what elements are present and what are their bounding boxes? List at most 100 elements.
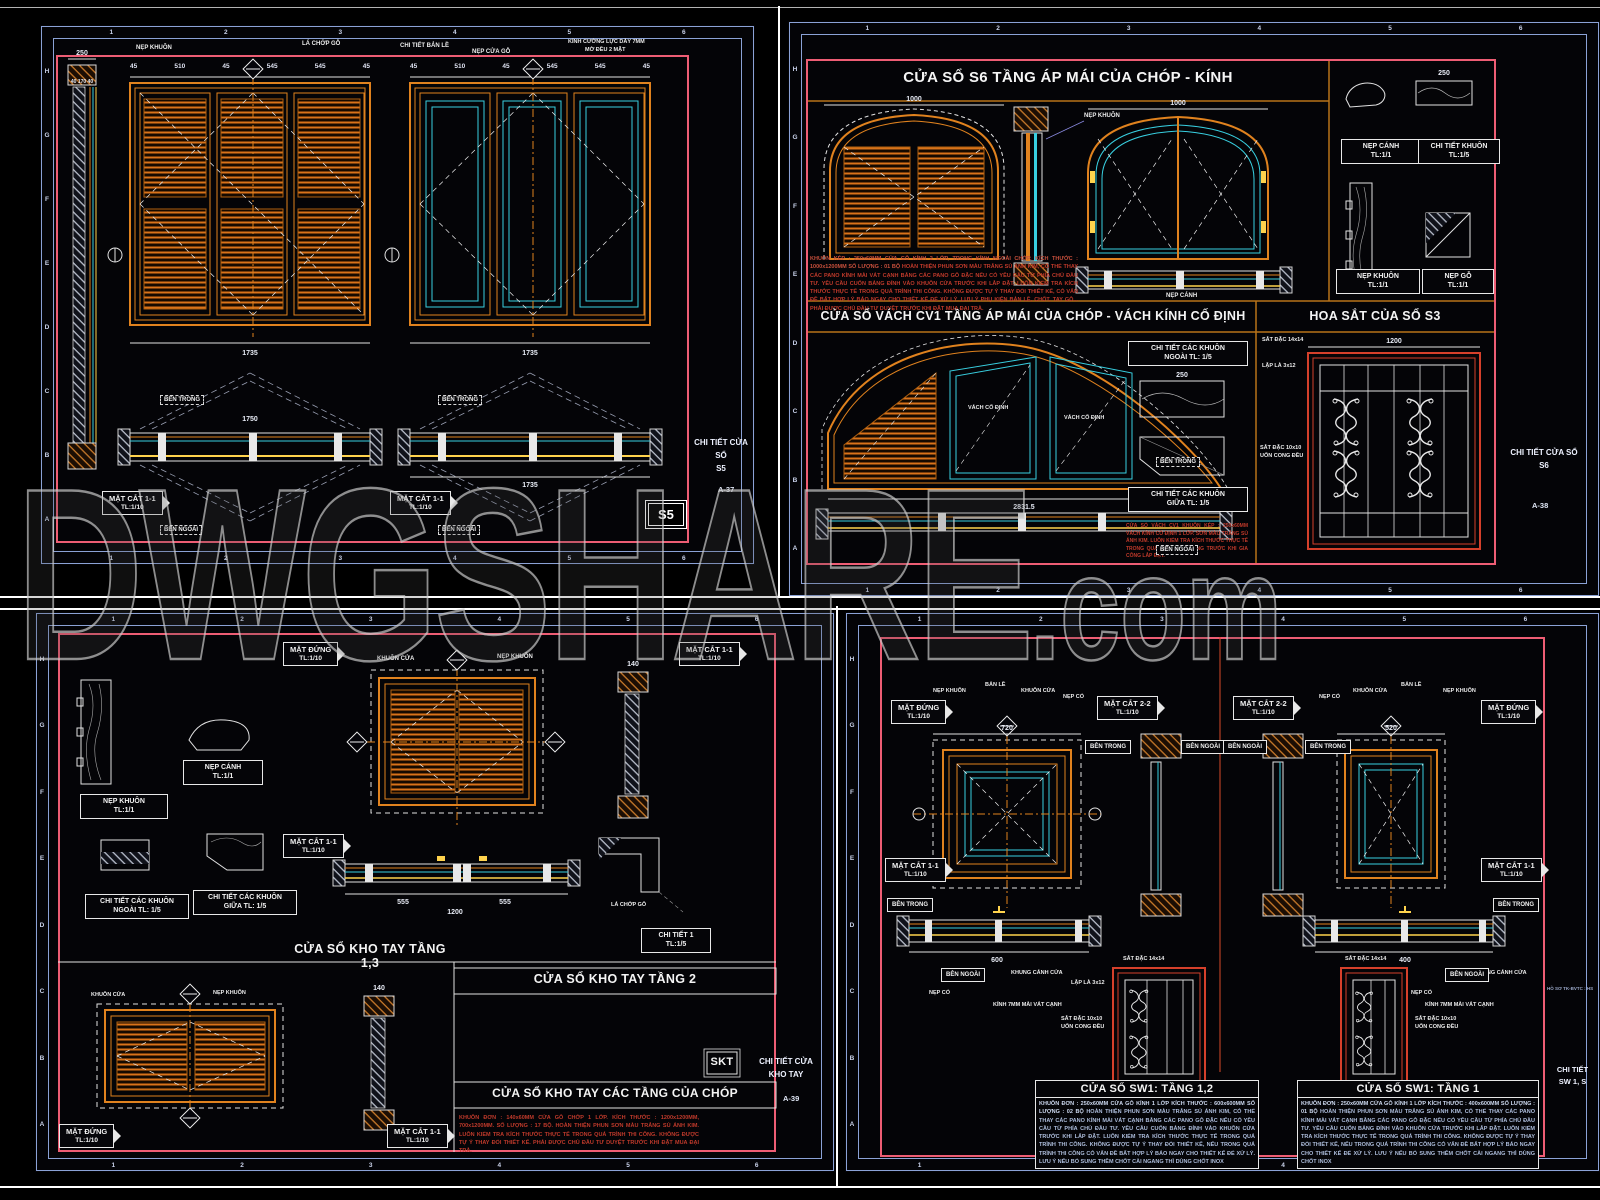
svg-text:2831.5: 2831.5 <box>1013 504 1035 511</box>
svg-text:250: 250 <box>1438 70 1450 77</box>
fixed-panel-label: VÁCH CỐ ĐỊNH <box>1064 415 1105 421</box>
leader-khuon-cua: KHUÔN CỬA <box>91 992 126 998</box>
svg-text:400: 400 <box>1399 957 1411 964</box>
title-kho-tay-chop: CỬA SỔ KHO TAY CÁC TẦNG CỦA CHÓP <box>492 1086 738 1100</box>
leader-sat-dac-14: SẮT ĐẶC 14x14 <box>1123 956 1165 962</box>
spec-note: KHUÔN KÉP : 250x60MM CỬA GỖ KÍNH 2 LỚP, … <box>810 256 1079 312</box>
outside-box: BÊN NGOÀI <box>1223 740 1268 755</box>
leader-nep-co: NẸP CỔ <box>1063 694 1084 700</box>
svg-text:140: 140 <box>373 985 385 992</box>
leader-khuon-cua: KHUÔN CỬA <box>1353 688 1388 694</box>
leader-uon-cong: UỐN CONG ĐỀU <box>1061 1024 1105 1030</box>
louver-window-elevation <box>346 649 566 827</box>
svg-text:1735: 1735 <box>522 350 538 357</box>
glass-window-elevation: 1735 <box>409 58 651 357</box>
leader-nep-co: NẸP CỔ <box>1319 694 1340 700</box>
louver-window-elevation: 1735 <box>129 58 371 357</box>
panel-dividers <box>58 961 777 1152</box>
inside-box: BÊN TRONG <box>1085 740 1131 755</box>
leader-sat-dac-10: SẮT ĐẶC 10x10 <box>1415 1016 1457 1022</box>
leader-nep-cua-go: NẸP CỬA GỖ <box>472 49 511 55</box>
moulding-profiles <box>76 679 264 871</box>
svg-text:250: 250 <box>1176 372 1188 379</box>
leader-nep-khuon: NẸP KHUÔN <box>1084 113 1120 119</box>
horizontal-section: 555 555 1200 <box>332 856 581 916</box>
leader-ban-le: BẢN LỀ <box>985 682 1006 688</box>
fixed-glass-sail: 2831.5 <box>815 335 1233 540</box>
hoa-sat-title: HOA SẮT CỦA SỔ S3 <box>1309 309 1441 323</box>
leader-khung-canh-cua: KHUNG CÁNH CỬA <box>1011 970 1063 976</box>
svg-text:1000: 1000 <box>906 96 922 103</box>
seam-bottom <box>0 1186 1600 1188</box>
vertical-section: 140 <box>617 661 649 819</box>
svg-text:1000: 1000 <box>1170 100 1186 107</box>
leader-lap-la: LẬP LÀ 3x12 <box>1262 363 1296 369</box>
leader-la-chop-go: LÁ CHỚP GỖ <box>302 41 341 47</box>
sheet-number: A-38 <box>1532 501 1549 510</box>
title-block-sw1-1: CỬA SỔ SW1: TẦNG 1 KHUÔN ĐƠN : 250x60MM … <box>1297 1080 1539 1169</box>
leader-nep-co: NẸP CỔ <box>929 990 950 996</box>
title-kho-tay-13: CỬA SỔ KHO TAY TẦNG 1,3 <box>294 942 446 970</box>
svg-text:520: 520 <box>1385 725 1397 732</box>
svg-text:1200: 1200 <box>1386 338 1402 345</box>
inside-label: BÊN TRONG <box>160 395 204 405</box>
grille-right <box>1340 967 1408 1087</box>
arched-glass-window: 1000 <box>1087 100 1269 260</box>
skt-code: SKT <box>710 1056 734 1068</box>
title-kho-tay-2: CỬA SỔ KHO TAY TẦNG 2 <box>533 972 697 986</box>
leader-sat-dac-10: SẮT ĐẶC 10x10 <box>1061 1016 1103 1022</box>
leader-nep-khuon: NẸP KHUÔN <box>933 688 966 694</box>
leader-nep-khuon: NẸP KHUÔN <box>497 654 533 660</box>
seam-horizontal <box>0 596 1600 610</box>
iron-grille: 1200 <box>1307 338 1481 550</box>
svg-text:600: 600 <box>991 957 1003 964</box>
leader-kinh7: KÍNH 7MM MÀI VÁT CẠNH <box>993 1002 1062 1008</box>
svg-text:40 170 40: 40 170 40 <box>71 79 93 85</box>
title-block-sw1-12: CỬA SỔ SW1: TẦNG 1,2 KHUÔN ĐƠN : 250x60M… <box>1035 1080 1259 1169</box>
horizontal-section-left: 600 <box>896 906 1102 964</box>
outside-label: BÊN NGOÀI <box>1156 545 1199 555</box>
leader-khuon-cua: KHUÔN CỬA <box>1021 688 1056 694</box>
seam-top <box>0 7 1600 8</box>
leader-uon-cong: UỐN CONG ĐỀU <box>1260 453 1304 459</box>
spec-note: KHUÔN ĐƠN : 140x60MM CỬA GỖ CHỚP 1 LỚP. … <box>459 1115 699 1154</box>
leader-chi-tiet-ban-le: CHI TIẾT BẢN LỀ <box>400 43 449 49</box>
leader-sat-dac-14: SẮT ĐẶC 14x14 <box>1345 956 1387 962</box>
leader-uon-cong: UỐN CONG ĐỀU <box>1415 1024 1459 1030</box>
plan-section-b: 1735 <box>397 372 663 522</box>
a38-drawing: 1000 1000 <box>808 61 1494 563</box>
leader-lap-la: LẬP LÀ 3x12 <box>1071 980 1105 986</box>
leader-khung-canh-cua: KHUNG CÁNH CỬA <box>1475 970 1527 976</box>
sheet-code-box: S5 <box>645 500 687 529</box>
grille-left <box>1112 967 1206 1087</box>
vertical-section-right <box>1262 733 1304 917</box>
inside-box: BÊN TRONG <box>1305 740 1351 755</box>
frame-detail-profiles: 250 <box>1139 372 1225 476</box>
